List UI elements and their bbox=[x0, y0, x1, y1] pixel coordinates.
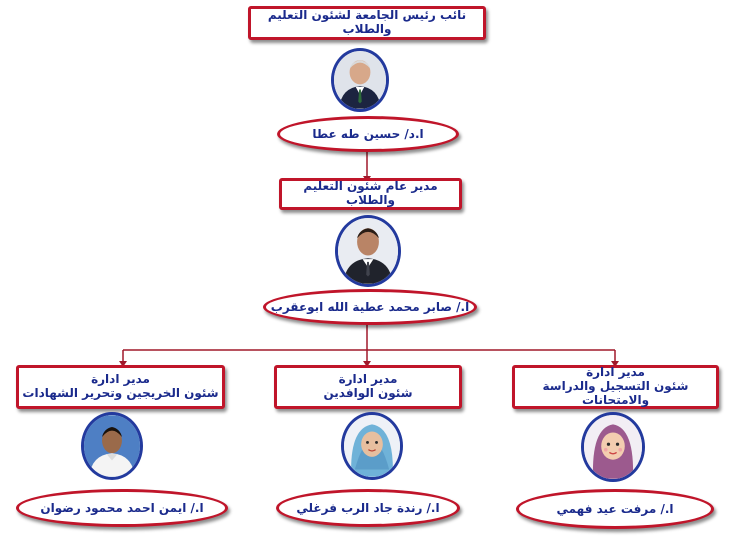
general-manager-photo bbox=[335, 215, 401, 287]
registration-manager-name: ا./ مرفت عيد فهمي bbox=[556, 502, 674, 516]
woman-hijab-portrait-icon bbox=[344, 415, 400, 477]
vice-president-name-oval: ا.د/ حسين طه عطا bbox=[277, 116, 459, 152]
expatriates-manager-name-oval: ا./ رندة جاد الرب فرغلي bbox=[276, 489, 460, 527]
vice-president-title-box: نائب رئيس الجامعة لشئون التعليم والطلاب bbox=[248, 6, 486, 40]
department-title-line2: شئون الوافدين bbox=[323, 386, 413, 400]
graduates-manager-photo bbox=[81, 412, 143, 480]
expatriates-department-title-box: مدير ادارة شئون الوافدين bbox=[274, 365, 462, 409]
man-portrait-icon bbox=[338, 218, 398, 284]
general-manager-title: مدير عام شئون التعليم والطلاب bbox=[303, 179, 438, 207]
vice-president-photo bbox=[331, 48, 389, 112]
general-manager-title-box: مدير عام شئون التعليم والطلاب bbox=[279, 178, 462, 210]
graduates-department-title-box: مدير ادارة شئون الخريجين وتحرير الشهادات bbox=[16, 365, 225, 409]
department-title-line1: مدير ادارة bbox=[586, 365, 645, 380]
woman-hijab-cartoon-icon bbox=[584, 415, 642, 479]
graduates-manager-name: ا./ ايمن احمد محمود رضوان bbox=[40, 501, 204, 515]
general-manager-name: ا./ صابر محمد عطية الله ابوعقرب bbox=[270, 300, 470, 314]
general-manager-name-oval: ا./ صابر محمد عطية الله ابوعقرب bbox=[263, 289, 477, 325]
registration-manager-name-oval: ا./ مرفت عيد فهمي bbox=[516, 489, 714, 529]
man-portrait-icon bbox=[84, 415, 140, 477]
registration-department-title-box: مدير ادارة شئون التسجيل والدراسة والامتح… bbox=[512, 365, 719, 409]
expatriates-manager-photo bbox=[341, 412, 403, 480]
department-title-line1: مدير ادارة bbox=[338, 372, 398, 387]
department-title-line2: شئون الخريجين وتحرير الشهادات bbox=[22, 386, 219, 400]
man-portrait-icon bbox=[334, 51, 386, 109]
vice-president-title: نائب رئيس الجامعة لشئون التعليم والطلاب bbox=[267, 8, 467, 36]
arrowhead-center bbox=[363, 361, 371, 367]
department-title-line2: شئون التسجيل والدراسة والامتحانات bbox=[542, 379, 689, 407]
arrowhead-right bbox=[611, 361, 619, 367]
graduates-manager-name-oval: ا./ ايمن احمد محمود رضوان bbox=[16, 489, 228, 527]
expatriates-manager-name: ا./ رندة جاد الرب فرغلي bbox=[296, 501, 440, 515]
registration-manager-photo bbox=[581, 412, 645, 482]
vice-president-name: ا.د/ حسين طه عطا bbox=[312, 127, 424, 141]
department-title-line1: مدير ادارة bbox=[91, 372, 150, 387]
arrowhead-left bbox=[119, 361, 127, 367]
